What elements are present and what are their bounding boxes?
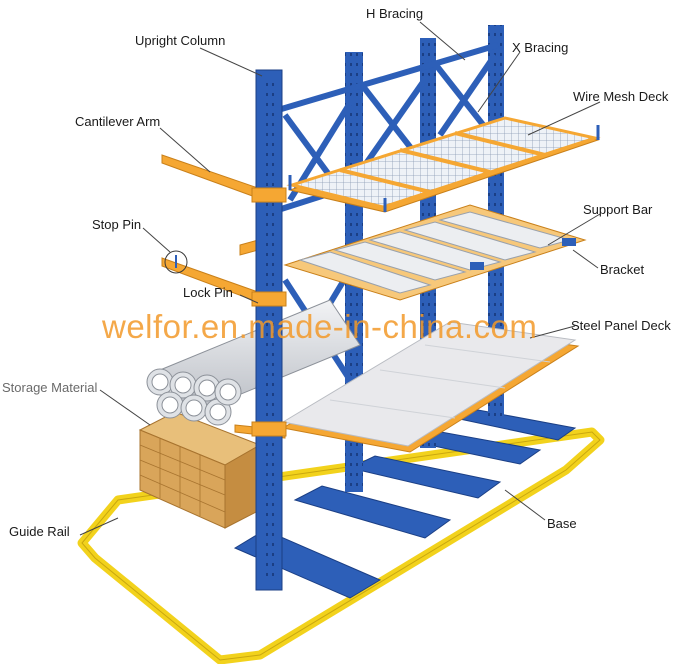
watermark-text: welfor.en.made-in-china.com bbox=[102, 308, 538, 345]
front-upright-column bbox=[251, 69, 287, 591]
label-steel-panel-deck: Steel Panel Deck bbox=[571, 318, 671, 333]
label-base: Base bbox=[547, 516, 577, 531]
support-bar-level bbox=[283, 204, 587, 301]
label-bracket: Bracket bbox=[600, 262, 645, 277]
leader-lines bbox=[79, 21, 601, 536]
label-support-bar: Support Bar bbox=[583, 202, 653, 217]
label-x-bracing: X Bracing bbox=[512, 40, 569, 55]
cantilever-arms-left bbox=[161, 154, 259, 303]
label-guide-rail: Guide Rail bbox=[9, 524, 70, 539]
label-wire-mesh-deck: Wire Mesh Deck bbox=[573, 89, 669, 104]
label-storage-material: Storage Material bbox=[2, 380, 98, 395]
stop-pin-marker bbox=[164, 250, 188, 274]
label-cantilever-arm: Cantilever Arm bbox=[75, 114, 161, 129]
wire-mesh-deck bbox=[286, 116, 601, 213]
steel-panel-deck bbox=[281, 321, 580, 453]
label-upright-column: Upright Column bbox=[135, 33, 226, 48]
label-h-bracing: H Bracing bbox=[366, 6, 424, 21]
label-lock-pin: Lock Pin bbox=[183, 285, 233, 300]
label-stop-pin: Stop Pin bbox=[92, 217, 142, 232]
